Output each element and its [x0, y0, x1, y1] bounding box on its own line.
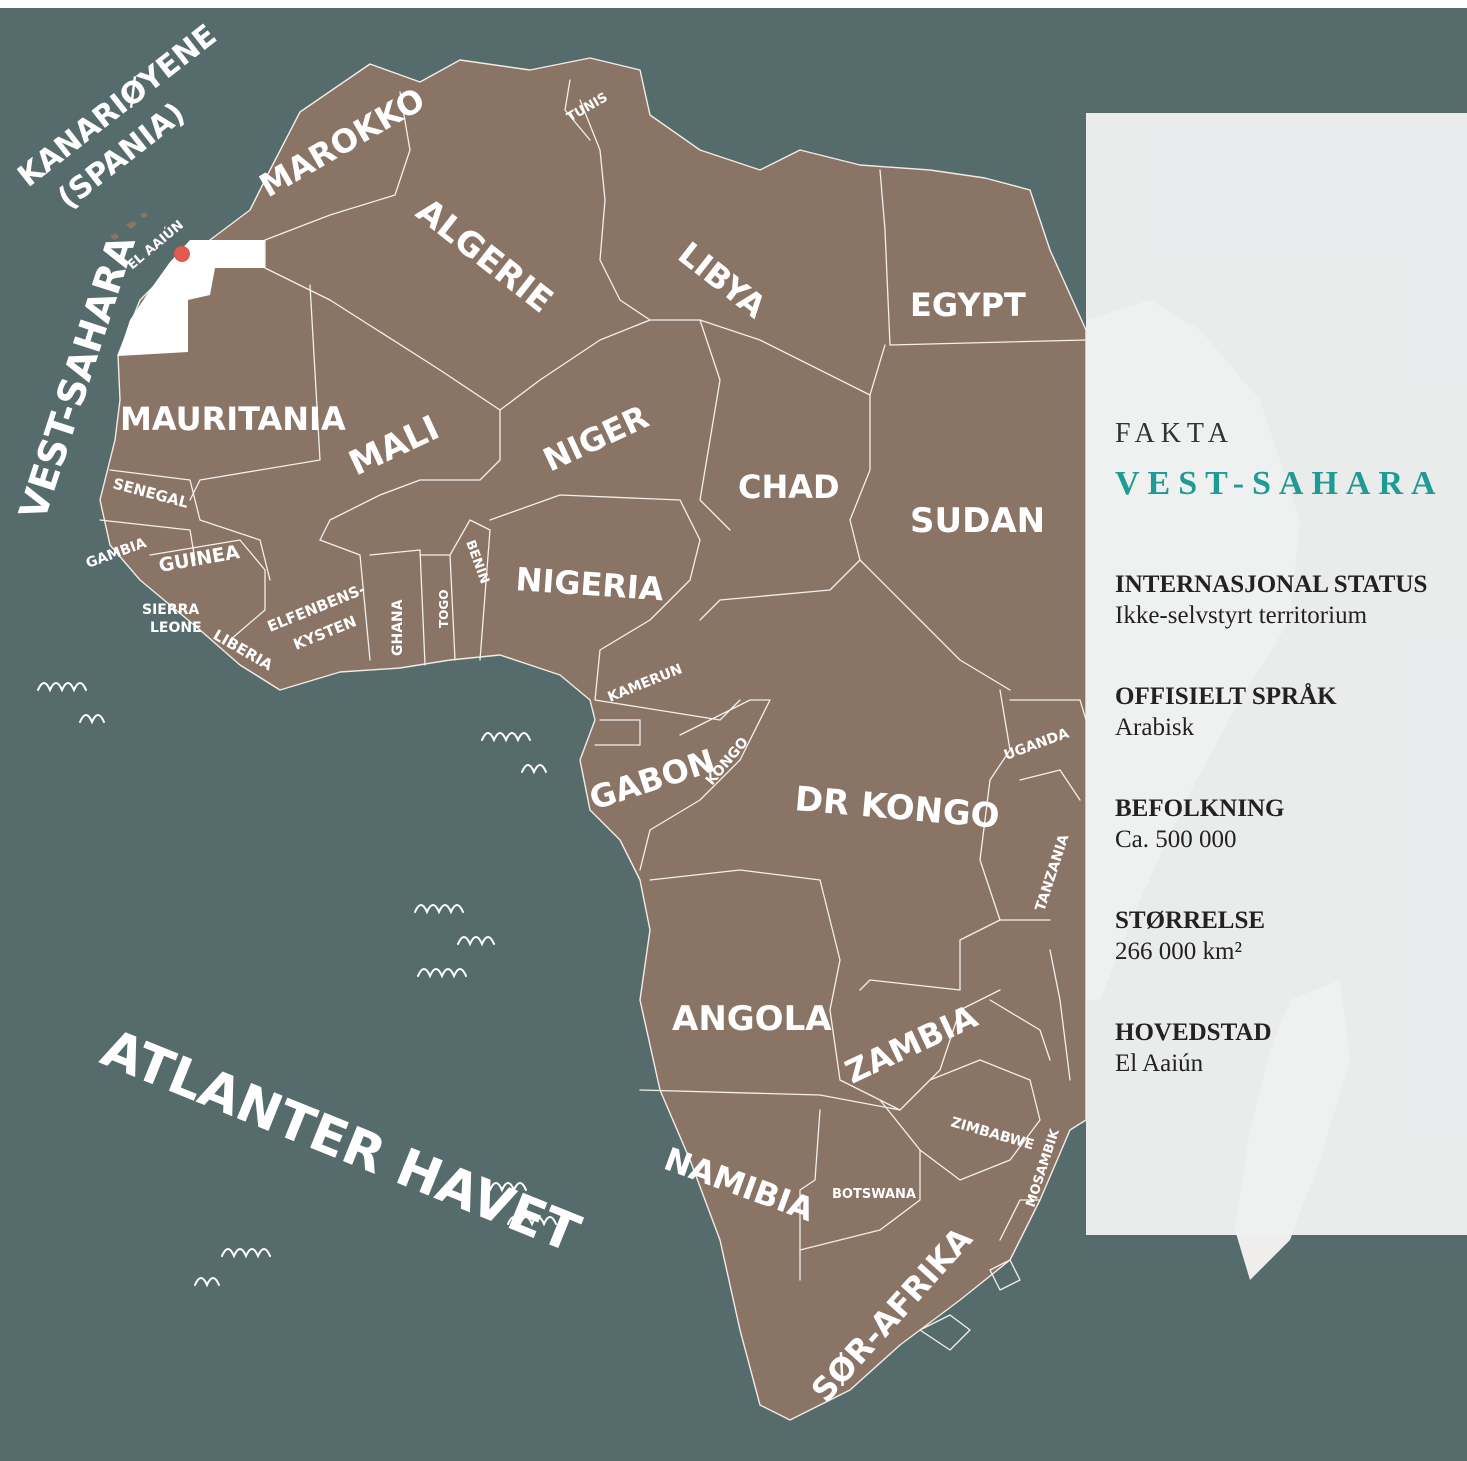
- fact-value: El Aaiún: [1115, 1050, 1204, 1077]
- map-stage: KANARIØYENE (SPANIA) VEST-SAHARA EL AAIÚ…: [0, 8, 1467, 1461]
- fact-value: Ca. 500 000: [1115, 826, 1237, 853]
- label-mauritania: MAURITANIA: [120, 400, 346, 438]
- fact-panel-title: VEST-SAHARA: [1115, 465, 1444, 502]
- fact-value: Arabisk: [1115, 714, 1195, 741]
- fact-panel-heading: FAKTA: [1115, 418, 1235, 449]
- fact-key: INTERNASJONAL STATUS: [1115, 571, 1428, 598]
- label-atlanter-havet: ATLANTER HAVET: [93, 1018, 588, 1265]
- fact-item-capital: HOVEDSTAD El Aaiún: [1115, 1018, 1272, 1080]
- fact-item-population: BEFOLKNING Ca. 500 000: [1115, 794, 1284, 856]
- fact-value: 266 000 km²: [1115, 938, 1242, 965]
- label-sudan: SUDAN: [910, 501, 1045, 541]
- label-togo: TOGO: [437, 590, 451, 628]
- fact-key: OFFISIELT SPRÅK: [1115, 683, 1337, 710]
- label-egypt: EGYPT: [910, 286, 1026, 324]
- label-chad: CHAD: [738, 468, 840, 506]
- label-angola: ANGOLA: [672, 999, 832, 1039]
- fact-item-status: INTERNASJONAL STATUS Ikke-selvstyrt terr…: [1115, 570, 1427, 632]
- canary-islands: [110, 212, 148, 240]
- fact-key: BEFOLKNING: [1115, 795, 1285, 822]
- label-sierra: SIERRA: [142, 602, 199, 618]
- africa-map: KANARIØYENE (SPANIA) VEST-SAHARA EL AAIÚ…: [11, 18, 1350, 1421]
- vest-sahara-region[interactable]: [118, 240, 265, 356]
- fact-item-size: STØRRELSE 266 000 km²: [1115, 906, 1265, 968]
- country-borders: [99, 79, 1087, 1351]
- label-leone: LEONE: [150, 620, 202, 636]
- ocean-waves: [37, 682, 557, 1288]
- label-botswana: BOTSWANA: [832, 1187, 916, 1202]
- fact-key: HOVEDSTAD: [1115, 1019, 1272, 1046]
- fact-item-language: OFFISIELT SPRÅK Arabisk: [1115, 682, 1337, 744]
- label-ghana: GHANA: [390, 599, 406, 656]
- fact-key: STØRRELSE: [1115, 907, 1266, 934]
- fact-panel: FAKTA VEST-SAHARA INTERNASJONAL STATUS I…: [1086, 113, 1467, 1235]
- fact-value: Ikke-selvstyrt territorium: [1115, 602, 1368, 629]
- el-aaiun-capital-dot[interactable]: [174, 246, 190, 262]
